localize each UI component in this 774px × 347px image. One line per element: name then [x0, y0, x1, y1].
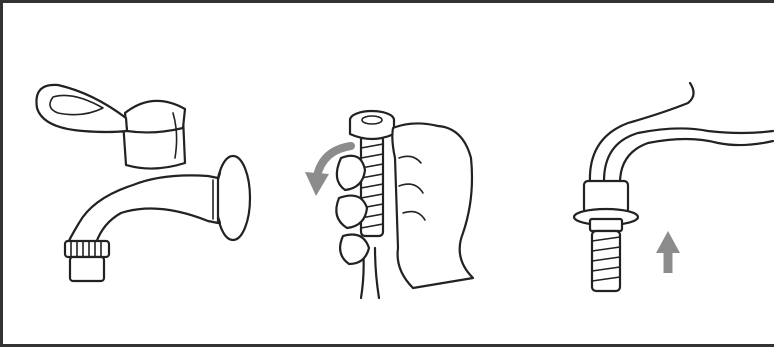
- faucet-icon: [23, 73, 263, 313]
- hose-connect-icon: [568, 83, 773, 303]
- hand-twist-icon: [303, 98, 503, 308]
